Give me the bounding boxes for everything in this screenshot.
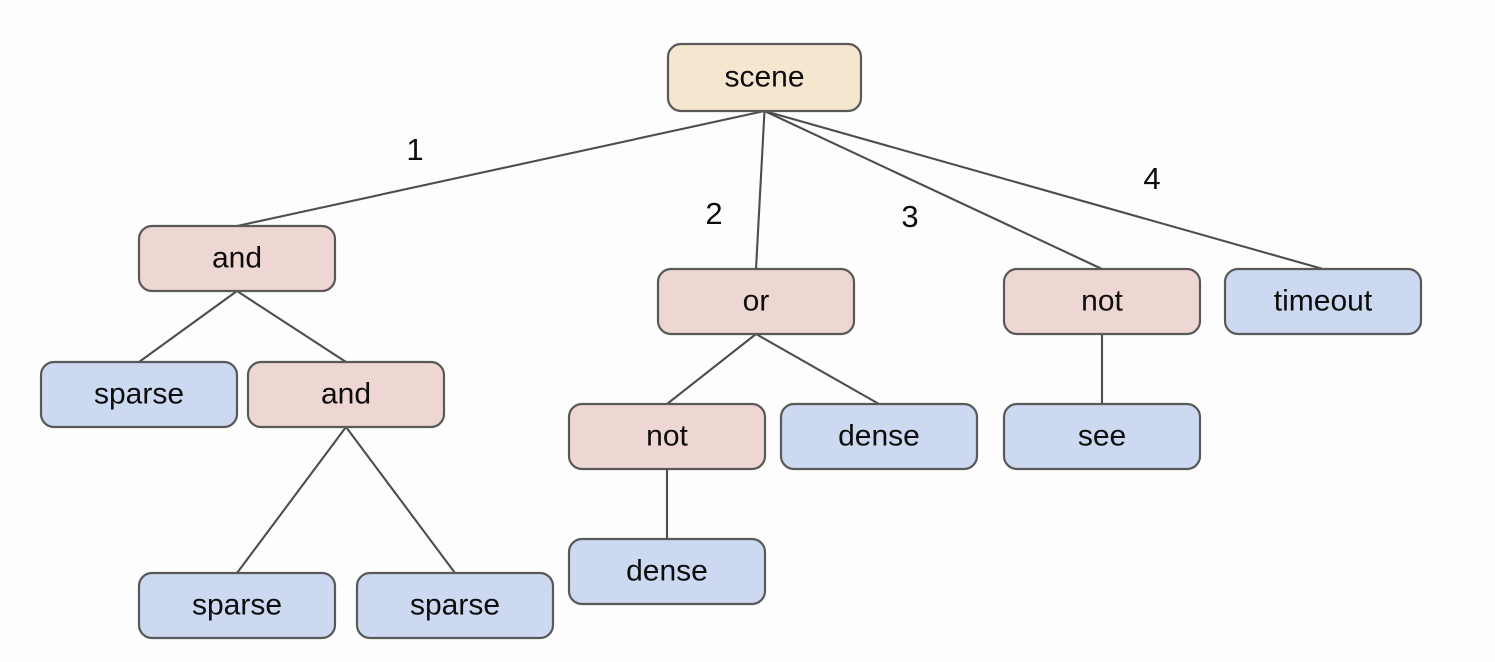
edge-label-3: 3 <box>901 199 918 234</box>
nodes-layer: scene and or not timeout sparse and not dense see… <box>39 42 1423 640</box>
tree-node-sparse[interactable]: sparse <box>39 360 239 429</box>
tree-node-and[interactable]: and <box>137 224 337 293</box>
edge-label-2: 2 <box>705 196 722 231</box>
node-box-see <box>1002 402 1202 471</box>
tree-node-not[interactable]: not <box>1002 267 1202 336</box>
node-label-dense: dense <box>838 419 920 452</box>
node-label-scene: scene <box>724 60 804 93</box>
tree-edge-or-to-dense <box>754 332 881 406</box>
node-box-sparse <box>39 360 239 429</box>
node-box-timeout <box>1223 267 1423 336</box>
node-label-dense: dense <box>626 554 708 587</box>
node-box-dense <box>779 402 979 471</box>
tree-edge-and-to-sparse <box>137 289 239 364</box>
edges-layer <box>137 109 1325 575</box>
tree-node-dense[interactable]: dense <box>779 402 979 471</box>
edge-label-4: 4 <box>1143 161 1160 196</box>
tree-node-scene[interactable]: scene <box>666 42 863 113</box>
tree-edge-scene-to-not <box>763 109 1104 271</box>
node-box-not <box>567 402 767 471</box>
tree-edge-scene-to-timeout <box>763 109 1325 271</box>
tree-node-sparse[interactable]: sparse <box>355 571 555 640</box>
node-box-sparse <box>355 571 555 640</box>
node-label-and: and <box>321 377 371 410</box>
node-label-sparse: sparse <box>192 588 282 621</box>
node-box-and <box>137 224 337 293</box>
tree-node-timeout[interactable]: timeout <box>1223 267 1423 336</box>
node-box-or <box>656 267 856 336</box>
tree-edge-or-to-not <box>665 332 758 406</box>
tree-edge-and-to-sparse <box>344 425 457 575</box>
edge-label-1: 1 <box>406 132 423 167</box>
tree-node-and[interactable]: and <box>246 360 446 429</box>
tree-node-dense[interactable]: dense <box>567 537 767 606</box>
node-label-timeout: timeout <box>1274 284 1373 317</box>
node-box-not <box>1002 267 1202 336</box>
tree-node-sparse[interactable]: sparse <box>137 571 337 640</box>
node-label-sparse: sparse <box>94 377 184 410</box>
node-label-or: or <box>743 284 770 317</box>
tree-edge-scene-to-and <box>235 109 766 228</box>
node-label-not: not <box>1081 284 1123 317</box>
node-box-dense <box>567 537 767 606</box>
tree-edge-and-to-and <box>235 289 348 364</box>
node-box-sparse <box>137 571 337 640</box>
edge-labels-layer: 1 2 3 4 <box>406 132 1160 234</box>
tree-edge-and-to-sparse <box>235 425 348 575</box>
node-label-and: and <box>212 241 262 274</box>
node-box-scene <box>666 42 863 113</box>
node-label-sparse: sparse <box>410 588 500 621</box>
node-box-and <box>246 360 446 429</box>
tree-node-not[interactable]: not <box>567 402 767 471</box>
node-label-not: not <box>646 419 688 452</box>
tree-node-or[interactable]: or <box>656 267 856 336</box>
tree-node-see[interactable]: see <box>1002 402 1202 471</box>
tree-edge-scene-to-or <box>754 109 766 271</box>
node-label-see: see <box>1078 419 1126 452</box>
